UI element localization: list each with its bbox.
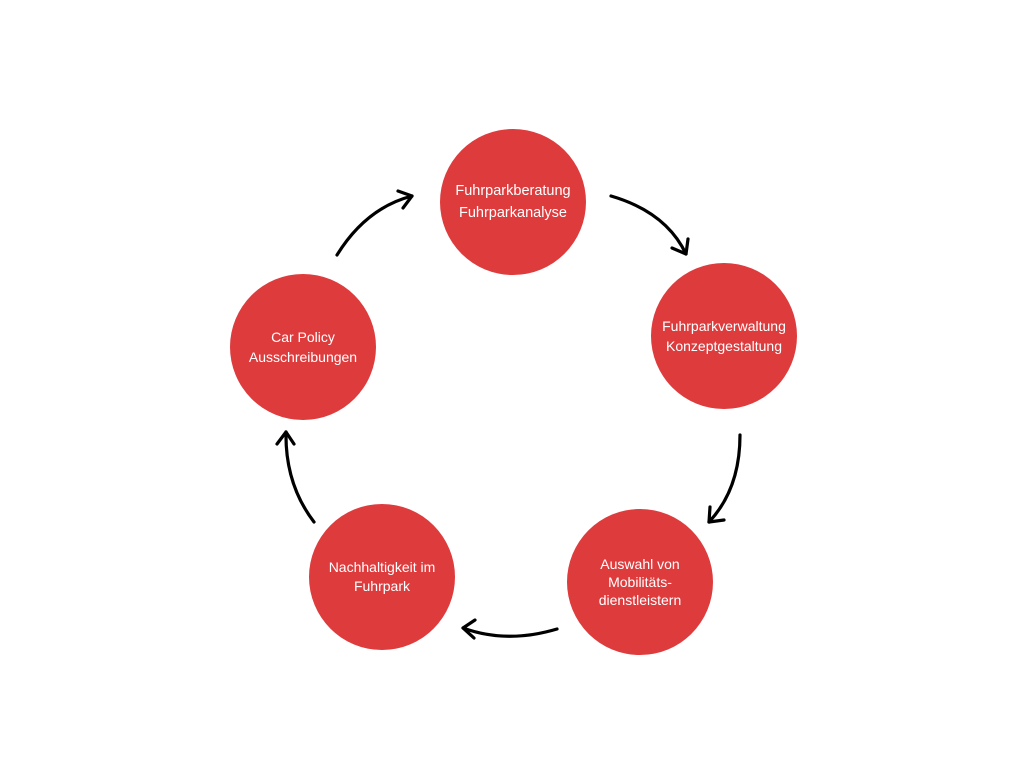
node-auswahl: Auswahl von Mobilitäts- dienstleistern (567, 509, 713, 655)
node-label-line: Car Policy (271, 329, 335, 345)
node-label-line: Fuhrparkberatung (455, 183, 571, 199)
node-fuhrparkberatung: Fuhrparkberatung Fuhrparkanalyse (440, 129, 586, 275)
arrow-fuhrparkberatung-to-fuhrparkverwaltung (609, 194, 690, 256)
node-nachhaltigkeit-label: Nachhaltigkeit im Fuhrpark (329, 558, 436, 596)
node-fuhrparkverwaltung: Fuhrparkverwaltung Konzeptgestaltung (651, 263, 797, 409)
node-label-line: Konzeptgestaltung (666, 338, 782, 354)
arrow-car-policy-to-fuhrparkberatung (335, 189, 414, 257)
node-label-line: Fuhrparkanalyse (458, 205, 567, 221)
node-label-line: dienstleistern (598, 592, 682, 608)
node-label-line: Nachhaltigkeit im (328, 559, 436, 575)
node-fuhrparkverwaltung-label: Fuhrparkverwaltung Konzeptgestaltung (662, 316, 786, 356)
node-label-line: Fuhrparkverwaltung (662, 318, 786, 334)
node-car-policy-label: Car Policy Ausschreibungen (249, 327, 357, 367)
arrow-auswahl-to-nachhaltigkeit (461, 618, 559, 640)
arrow-nachhaltigkeit-to-car-policy (275, 430, 316, 524)
node-label-line: Ausschreibungen (248, 349, 358, 365)
node-label-line: Mobilitäts- (608, 574, 672, 590)
node-auswahl-label: Auswahl von Mobilitäts- dienstleistern (599, 555, 682, 609)
node-label-line: Auswahl von (600, 556, 680, 572)
node-car-policy: Car Policy Ausschreibungen (230, 274, 376, 420)
arrow-fuhrparkverwaltung-to-auswahl (707, 433, 742, 524)
node-fuhrparkberatung-label: Fuhrparkberatung Fuhrparkanalyse (455, 180, 570, 224)
node-nachhaltigkeit: Nachhaltigkeit im Fuhrpark (309, 504, 455, 650)
node-label-line: Fuhrpark (353, 578, 410, 594)
